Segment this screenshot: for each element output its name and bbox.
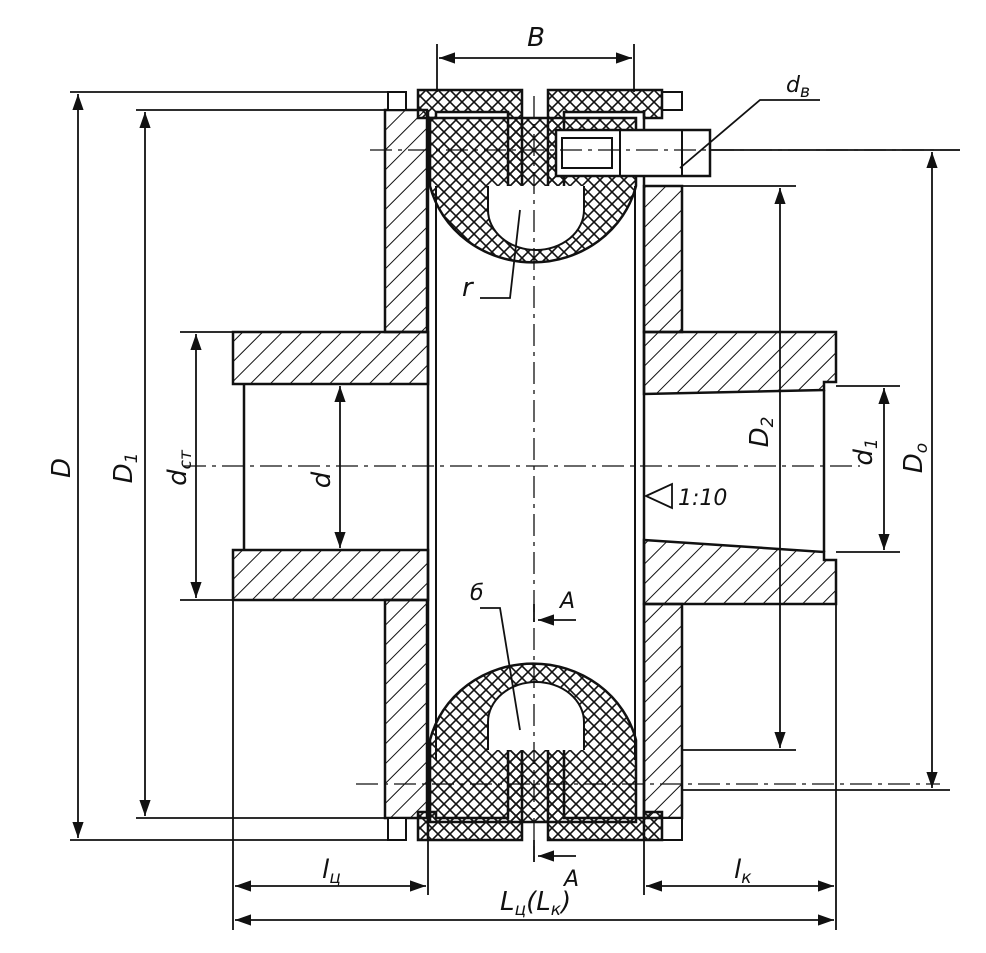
left-flange-lower	[383, 598, 429, 820]
leader-delta	[480, 607, 521, 731]
label-lc: lц	[322, 855, 341, 888]
label-delta: б	[470, 581, 484, 606]
dimension-labels: B dв D D1 dст d D2 d1 Dо r 1:10 б A A lц…	[47, 23, 932, 920]
label-D1: D1	[109, 453, 142, 484]
label-section-bottom: A	[562, 867, 579, 892]
label-d1: d1	[849, 438, 882, 465]
label-B: B	[527, 23, 545, 53]
right-flange-lower	[642, 602, 684, 820]
right-flange-upper	[642, 184, 684, 334]
left-hub-lower-wall	[231, 548, 430, 602]
label-L-total: Lц(Lк)	[500, 887, 571, 920]
label-dst: dст	[163, 449, 196, 486]
label-D2: D2	[745, 417, 778, 448]
top-elastic-assembly	[416, 88, 712, 264]
dimension-lines	[70, 44, 960, 930]
leader-d-bolt	[679, 99, 820, 169]
right-hub-lower-wall	[642, 538, 838, 606]
left-flange-upper	[383, 108, 429, 334]
label-d: d	[307, 471, 337, 488]
label-section-top: A	[558, 589, 575, 614]
center-lines	[184, 96, 960, 860]
center-cavity	[426, 110, 646, 840]
bottom-elastic-assembly	[416, 662, 664, 842]
left-half-coupling	[231, 91, 430, 841]
label-lk: lк	[734, 855, 752, 888]
left-hub-upper-wall	[231, 330, 430, 386]
label-d-bolt: dв	[786, 73, 810, 102]
label-r: r	[462, 273, 475, 303]
taper-symbol	[643, 482, 673, 510]
label-taper: 1:10	[678, 486, 727, 511]
right-hub-upper-wall	[642, 330, 838, 396]
label-D: D	[47, 458, 77, 478]
leader-radius	[480, 209, 521, 299]
label-D0: Dо	[899, 443, 932, 473]
